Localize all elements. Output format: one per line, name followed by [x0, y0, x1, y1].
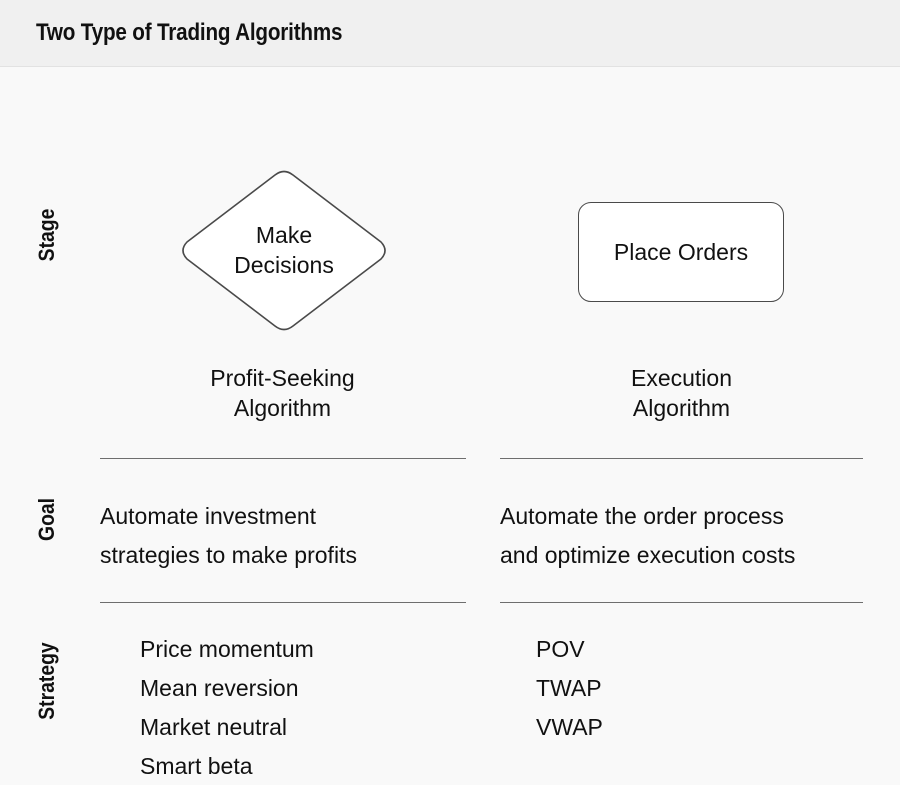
divider-goal-top-left	[100, 458, 466, 459]
column-heading-profit-seeking-line-2: Algorithm	[233, 395, 332, 422]
row-label-goal-text: Goal	[34, 497, 59, 541]
list-item: Mean reversion	[140, 674, 299, 701]
row-label-strategy-text: Strategy	[34, 642, 59, 720]
list-item: POV	[536, 636, 585, 662]
column-heading-execution: Execution Algorithm	[500, 363, 863, 424]
row-label-strategy: Strategy	[34, 637, 59, 725]
stage-shape-diamond: Make Decisions	[178, 169, 390, 332]
divider-strategy-top-left	[100, 602, 466, 603]
diamond-outline-icon	[182, 170, 386, 331]
divider-goal-top-right	[500, 458, 863, 459]
diagram-board: Stage Goal Strategy Make Decisions Place…	[0, 67, 900, 779]
column-heading-profit-seeking: Profit-Seeking Algorithm	[100, 363, 465, 424]
list-item: Price momentum	[140, 636, 314, 662]
row-label-stage-text: Stage	[34, 208, 59, 262]
stage-rect-label: Place Orders	[613, 238, 749, 265]
stage-shape-rounded-rectangle: Place Orders	[578, 202, 784, 302]
list-item: TWAP	[536, 674, 602, 701]
page-header: Two Type of Trading Algorithms	[0, 0, 900, 67]
goal-execution-line-1: Automate the order process	[500, 503, 784, 529]
list-item: Market neutral	[140, 713, 288, 740]
list-item: VWAP	[536, 713, 603, 740]
column-heading-execution-line-2: Algorithm	[632, 395, 731, 422]
row-label-goal: Goal	[34, 495, 59, 544]
row-label-stage: Stage	[34, 205, 59, 265]
column-heading-execution-line-1: Execution	[630, 365, 732, 391]
goal-profit-seeking-line-1: Automate investment	[100, 503, 317, 529]
strategy-list-profit-seeking: Price momentum Mean reversion Market neu…	[140, 630, 470, 785]
column-heading-profit-seeking-line-1: Profit-Seeking	[210, 365, 355, 391]
strategy-list-execution: POV TWAP VWAP	[536, 630, 866, 747]
list-item: Smart beta	[140, 752, 253, 779]
goal-profit-seeking-line-2: strategies to make profits	[100, 541, 357, 568]
goal-text-profit-seeking: Automate investment strategies to make p…	[100, 497, 470, 574]
goal-execution-line-2: and optimize execution costs	[500, 541, 796, 568]
goal-text-execution: Automate the order process and optimize …	[500, 497, 880, 574]
page-title: Two Type of Trading Algorithms	[36, 19, 343, 46]
divider-strategy-top-right	[500, 602, 863, 603]
